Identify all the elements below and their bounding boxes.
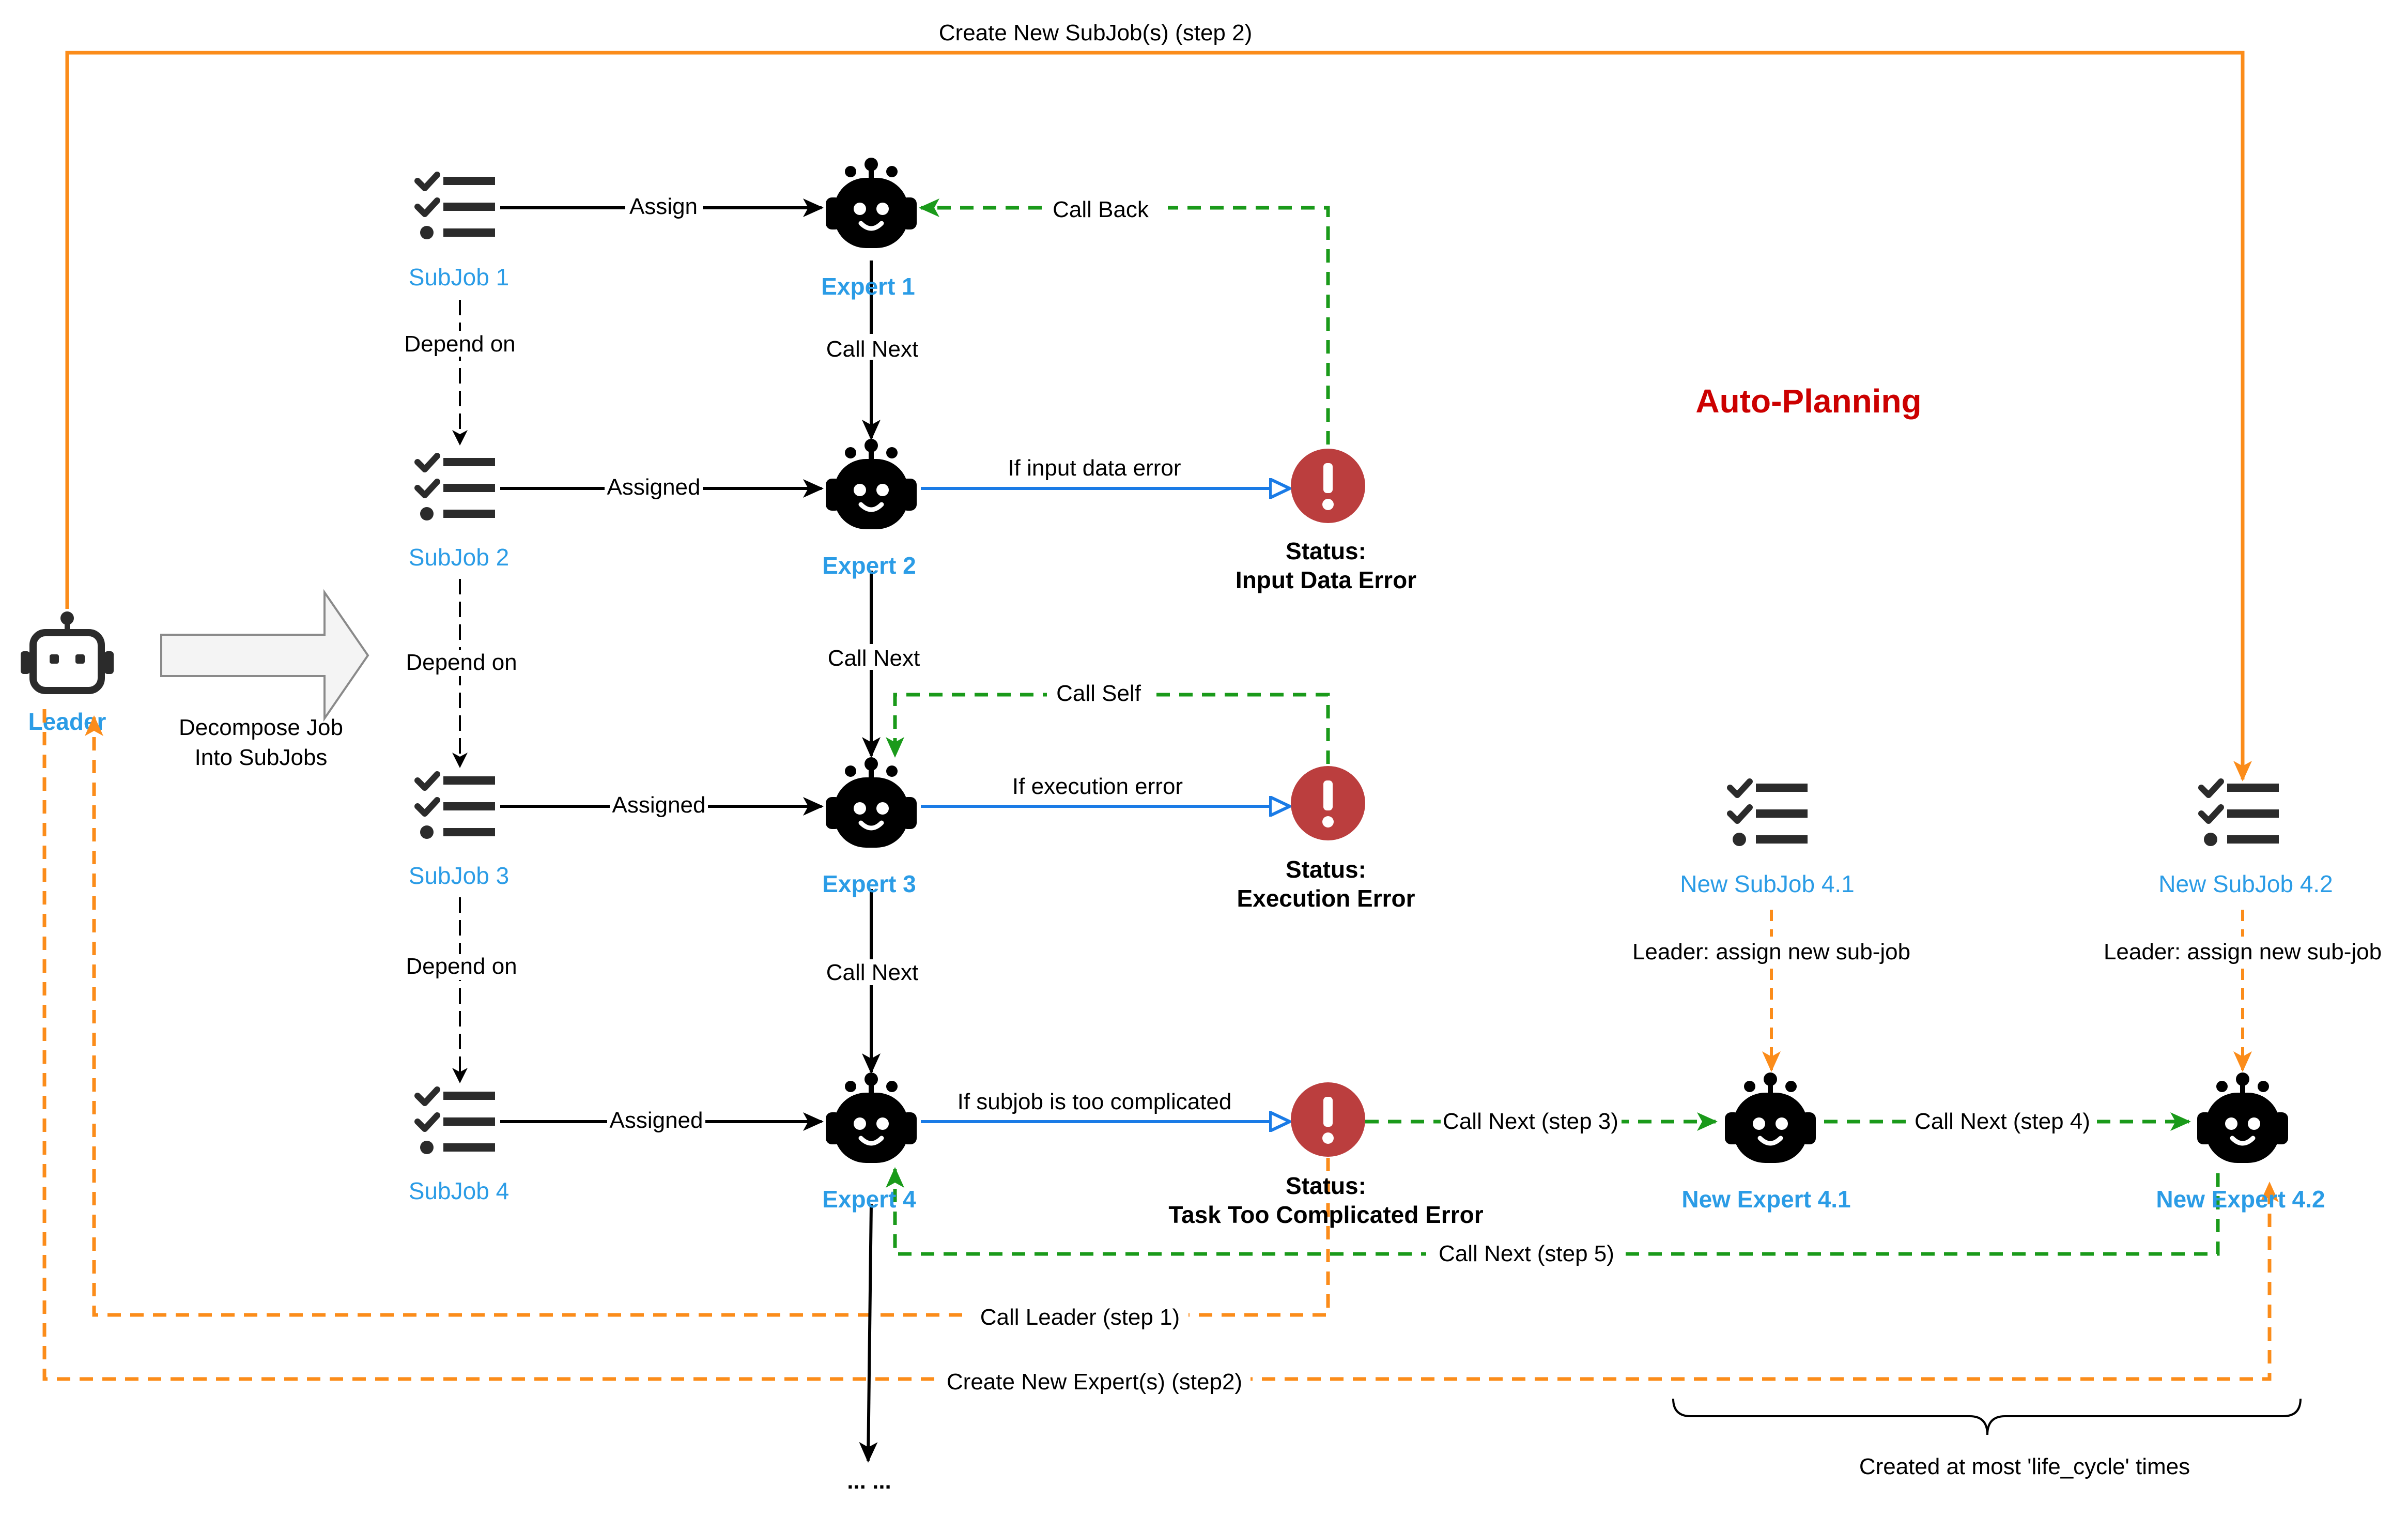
complicated-status-label: Status: — [1286, 1172, 1366, 1199]
call-self-label: Call Self — [1056, 681, 1141, 706]
execution-status-value: Execution Error — [1237, 885, 1415, 912]
depend-on-1-label: Depend on — [404, 331, 515, 357]
expert-1-label: Expert 1 — [821, 273, 915, 300]
input-error-condition: If input data error — [1008, 455, 1181, 481]
decompose-label-2: Into SubJobs — [195, 745, 328, 770]
call-next-step5-flow — [886, 1167, 2220, 1256]
create-experts-label: Create New Expert(s) (step2) — [947, 1369, 1242, 1395]
create-subjobs-flow — [65, 51, 2252, 782]
call-next-1-label: Call Next — [826, 336, 919, 362]
expert-2-label: Expert 2 — [822, 552, 916, 579]
new-subjob-4-1-checklist-icon — [1730, 782, 1808, 846]
assign-4-label: Assigned — [609, 1108, 703, 1133]
expert-1-robot-icon — [826, 158, 917, 248]
call-leader-label: Call Leader (step 1) — [980, 1305, 1180, 1330]
new-subjob-4-2-label: New SubJob 4.2 — [2158, 870, 2333, 897]
subjob-2-label: SubJob 2 — [409, 544, 509, 571]
call-next-step3-label: Call Next (step 3) — [1443, 1109, 1618, 1134]
execution-error-icon — [1291, 766, 1365, 840]
input-status-value: Input Data Error — [1236, 566, 1416, 593]
depend-on-3-label: Depend on — [406, 954, 517, 979]
new-expert-4-1-label: New Expert 4.1 — [1681, 1186, 1850, 1213]
call-next-step4-label: Call Next (step 4) — [1915, 1109, 2090, 1134]
new-subjob-4-1-label: New SubJob 4.1 — [1680, 870, 1855, 897]
subjob-4-label: SubJob 4 — [409, 1177, 509, 1204]
complicated-error-icon — [1291, 1082, 1365, 1157]
subjob-1-label: SubJob 1 — [409, 264, 509, 290]
call-next-2-label: Call Next — [828, 646, 920, 671]
assign-3-label: Assigned — [612, 792, 705, 818]
leader-assign-label-1: Leader: assign new sub-job — [1632, 939, 1910, 964]
execution-status-label: Status: — [1286, 856, 1366, 883]
subjob-3-checklist-icon — [418, 774, 495, 839]
subjob-3-label: SubJob 3 — [409, 862, 509, 889]
subjob-1-checklist-icon — [418, 175, 495, 239]
expert-3-robot-icon — [826, 757, 917, 848]
continuation-label: ... ... — [847, 1468, 891, 1494]
execution-error-condition: If execution error — [1012, 774, 1183, 799]
call-next-3-label: Call Next — [826, 960, 919, 985]
decompose-label-1: Decompose Job — [179, 715, 343, 740]
leader-assign-label-2: Leader: assign new sub-job — [2104, 939, 2382, 964]
input-status-label: Status: — [1286, 538, 1366, 564]
new-subjob-4-2-checklist-icon — [2201, 782, 2279, 846]
lifecycle-note: Created at most 'life_cycle' times — [1859, 1454, 2190, 1479]
complicated-status-value: Task Too Complicated Error — [1168, 1201, 1483, 1228]
new-expert-4-2-label: New Expert 4.2 — [2156, 1186, 2325, 1213]
subjob-4-checklist-icon — [418, 1090, 495, 1154]
expert-3-label: Expert 3 — [822, 870, 916, 897]
depend-on-2-label: Depend on — [406, 650, 517, 675]
input-error-icon — [1291, 449, 1365, 523]
assign-1-label: Assign — [629, 194, 698, 219]
call-leader-flow — [85, 715, 1330, 1317]
expert-4-robot-icon — [826, 1073, 917, 1163]
assign-2-label: Assigned — [607, 474, 700, 500]
new-expert-4-1-robot-icon — [1725, 1073, 1816, 1163]
block-arrow-icon — [160, 589, 369, 722]
page-title: Auto-Planning — [1695, 382, 1921, 420]
complicated-error-condition: If subjob is too complicated — [958, 1089, 1232, 1114]
new-expert-4-2-robot-icon — [2197, 1073, 2288, 1163]
create-experts-flow — [42, 709, 2279, 1381]
lifecycle-brace — [1672, 1398, 2302, 1435]
call-next-step5-label: Call Next (step 5) — [1439, 1241, 1614, 1266]
leader-robot-icon — [21, 611, 114, 694]
expert-4-label: Expert 4 — [822, 1186, 916, 1213]
expert-2-robot-icon — [826, 439, 917, 529]
subjob-2-checklist-icon — [418, 456, 495, 520]
continuation-arrow — [859, 1204, 878, 1463]
call-back-flow — [919, 198, 1330, 445]
create-subjobs-label: Create New SubJob(s) (step 2) — [939, 20, 1252, 45]
call-back-label: Call Back — [1053, 197, 1149, 222]
